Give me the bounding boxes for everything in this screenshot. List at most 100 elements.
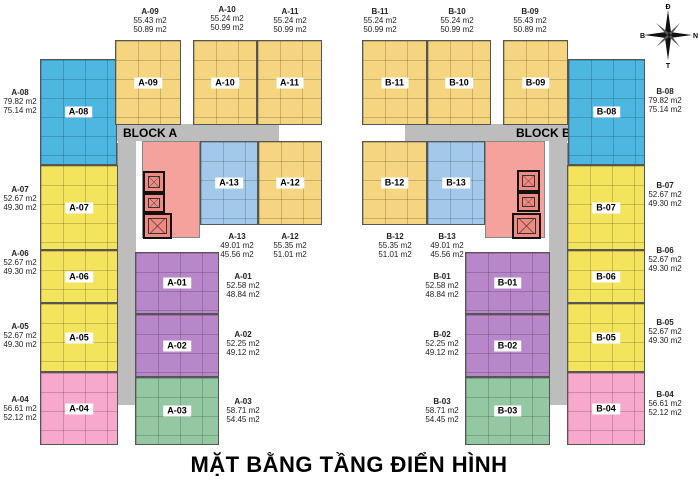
unit-area: 51.01 m2: [273, 250, 307, 259]
unit-a-10[interactable]: A-10: [193, 40, 257, 125]
unit-b-04[interactable]: B-04: [567, 372, 645, 445]
unit-label: A-13: [215, 177, 243, 189]
unit-label: A-06: [65, 271, 93, 282]
unit-label: B-12: [380, 177, 409, 189]
unit-a-01[interactable]: A-01: [135, 252, 219, 314]
unit-area: 54.45 m2: [425, 415, 459, 424]
unit-a-02[interactable]: A-02: [135, 314, 219, 377]
unit-label: A-08: [64, 106, 93, 118]
unit-a-07[interactable]: A-07: [40, 165, 118, 250]
unit-area: 52.25 m2: [425, 339, 459, 348]
compass-north: Đ: [665, 4, 670, 11]
unit-area: 49.30 m2: [3, 340, 37, 349]
unit-b-02[interactable]: B-02: [465, 314, 550, 377]
unit-area: 52.67 m2: [3, 258, 37, 267]
unit-area: 49.01 m2: [220, 241, 254, 250]
unit-a-09[interactable]: A-09: [115, 40, 181, 125]
compass-east: N: [693, 33, 698, 40]
unit-code: A-08: [11, 88, 29, 97]
unit-area: 49.30 m2: [3, 203, 37, 212]
unit-b-05[interactable]: B-05: [567, 303, 645, 372]
unit-area: 55.24 m2: [363, 16, 397, 25]
unit-label: A-03: [163, 405, 191, 417]
unit-label: B-09: [521, 77, 550, 88]
unit-a-03[interactable]: A-03: [135, 377, 219, 445]
unit-code: B-13: [438, 232, 456, 241]
unit-b-01[interactable]: B-01: [465, 252, 550, 314]
corridor-b-horizontal: [405, 124, 570, 141]
unit-code: A-02: [234, 330, 252, 339]
unit-area: 49.01 m2: [430, 241, 464, 250]
unit-b-09[interactable]: B-09: [503, 40, 568, 125]
unit-label: A-11: [275, 77, 304, 88]
unit-label: A-10: [211, 77, 239, 88]
unit-b-13[interactable]: B-13: [427, 141, 485, 225]
unit-a-13[interactable]: A-13: [200, 141, 258, 225]
unit-code: B-06: [656, 246, 674, 255]
unit-b-08[interactable]: B-08: [568, 59, 645, 165]
unit-a-12[interactable]: A-12: [258, 141, 322, 225]
unit-code: A-06: [11, 249, 29, 258]
unit-b-12[interactable]: B-12: [362, 141, 427, 225]
unit-code: A-13: [228, 232, 246, 241]
corridor-a-horizontal: [117, 124, 279, 141]
compass-west: B: [640, 33, 645, 40]
unit-a-04[interactable]: A-04: [40, 372, 118, 445]
unit-area: 52.67 m2: [3, 194, 37, 203]
unit-code: B-05: [656, 318, 674, 327]
unit-area: 56.61 m2: [648, 399, 682, 408]
compass-rose-icon: Đ T B N: [640, 4, 698, 68]
unit-a-08[interactable]: A-08: [40, 59, 117, 165]
unit-b-07[interactable]: B-07: [567, 165, 645, 250]
unit-area: 75.14 m2: [648, 105, 682, 114]
unit-area: 55.43 m2: [133, 16, 167, 25]
unit-label: A-02: [163, 340, 191, 351]
unit-b-11[interactable]: B-11: [362, 40, 427, 125]
unit-label: B-06: [592, 271, 620, 282]
unit-area: 79.82 m2: [648, 96, 682, 105]
elevator-a-1: [143, 171, 165, 193]
unit-code: A-11: [281, 7, 299, 16]
unit-area: 52.12 m2: [648, 408, 682, 417]
unit-label: B-13: [442, 177, 470, 189]
unit-area: 55.24 m2: [210, 14, 244, 23]
unit-label: A-04: [65, 403, 93, 414]
unit-label: B-01: [493, 277, 522, 289]
unit-area: 49.12 m2: [226, 348, 260, 357]
unit-b-03[interactable]: B-03: [465, 377, 550, 445]
unit-code: A-10: [218, 5, 236, 14]
unit-code: A-04: [11, 395, 29, 404]
unit-code: B-08: [656, 87, 674, 96]
unit-code: B-07: [656, 181, 674, 190]
unit-a-06[interactable]: A-06: [40, 250, 118, 303]
unit-area: 56.61 m2: [3, 404, 37, 413]
unit-area: 45.56 m2: [220, 250, 254, 259]
unit-code: A-07: [11, 185, 29, 194]
unit-a-05[interactable]: A-05: [40, 303, 118, 372]
unit-b-10[interactable]: B-10: [427, 40, 491, 125]
unit-b-06[interactable]: B-06: [567, 250, 645, 303]
unit-area: 49.30 m2: [648, 264, 682, 273]
unit-a-11[interactable]: A-11: [257, 40, 322, 125]
compass-south: T: [666, 63, 671, 68]
elevator-a-3: [143, 213, 172, 239]
unit-area: 49.30 m2: [3, 267, 37, 276]
unit-label: B-10: [445, 77, 473, 88]
unit-label: B-11: [380, 77, 409, 88]
unit-area: 79.82 m2: [3, 97, 37, 106]
unit-label: B-05: [592, 332, 620, 343]
unit-code: B-09: [521, 7, 539, 16]
